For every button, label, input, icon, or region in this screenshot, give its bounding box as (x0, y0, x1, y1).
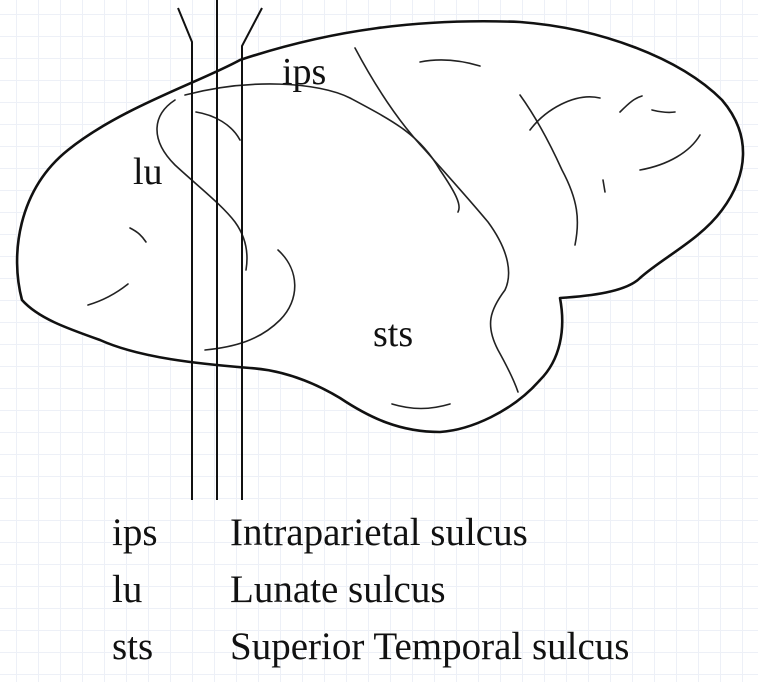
label-ips: ips (282, 51, 326, 93)
legend-row-sts: sts Superior Temporal sulcus (112, 618, 629, 675)
brain-outline (17, 21, 743, 432)
legend-row-lu: lu Lunate sulcus (112, 561, 629, 618)
legend-abbr: sts (112, 618, 230, 675)
legend-abbr: ips (112, 504, 230, 561)
legend-row-ips: ips Intraparietal sulcus (112, 504, 629, 561)
legend-description: Superior Temporal sulcus (230, 618, 629, 675)
label-lu: lu (133, 151, 163, 193)
legend-description: Intraparietal sulcus (230, 504, 528, 561)
label-sts: sts (373, 313, 413, 355)
legend: ips Intraparietal sulcus lu Lunate sulcu… (112, 504, 629, 675)
legend-description: Lunate sulcus (230, 561, 446, 618)
legend-abbr: lu (112, 561, 230, 618)
